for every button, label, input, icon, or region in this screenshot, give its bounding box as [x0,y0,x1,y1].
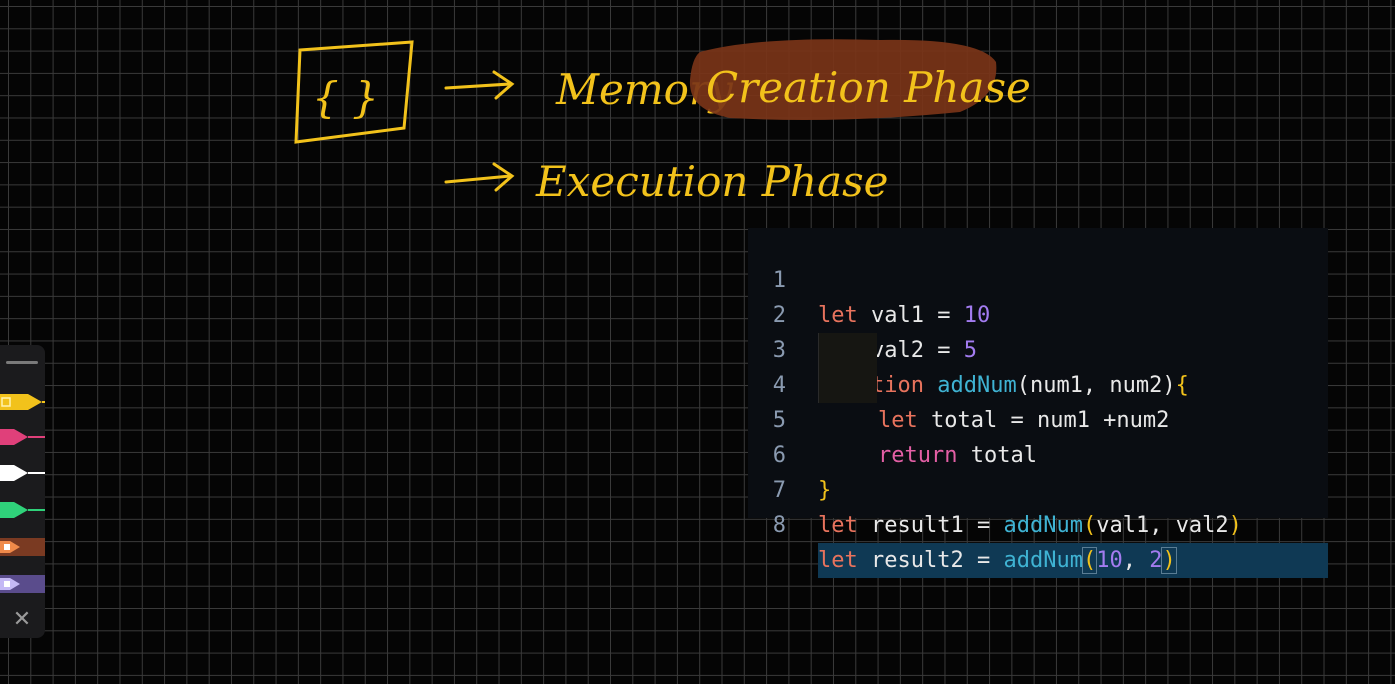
arrow-1 [444,70,515,100]
creation-highlight [689,39,997,121]
line-number: 1 [772,268,786,293]
code-line-8[interactable]: 8 let result2 = addNum(10, 2) [748,473,1328,578]
creation-label: Creation Phase [706,63,1031,112]
pen-toolbar[interactable]: ✕ [0,345,45,638]
code-line-1[interactable]: 1 let val1 = 10 [748,228,1328,328]
code-line-4[interactable]: 4 let total = num1 +num2 [748,333,1328,433]
pink-pen-icon[interactable] [0,425,45,449]
code-text: return total [878,443,1037,468]
brown-highlighter-icon[interactable] [0,535,45,559]
drag-handle-icon[interactable] [6,361,38,364]
purple-highlighter-icon[interactable] [0,572,45,596]
code-line-7[interactable]: 7 let result1 = addNum(val1, val2) [748,438,1328,538]
code-text: let total = num1 +num2 [878,408,1170,433]
white-pen-icon[interactable] [0,461,45,485]
yellow-pen-icon[interactable] [0,390,45,414]
code-text-selected: let result2 = addNum(10, 2) [818,543,1328,578]
code-line-2[interactable]: 2 let val2 = 5 [748,263,1328,363]
close-icon[interactable]: ✕ [12,607,32,632]
arrow-2 [444,162,515,192]
braces-box [294,40,414,144]
line-number: 5 [772,408,786,433]
line-number: 3 [772,338,786,363]
line-number: 6 [772,443,786,468]
execution-label: Execution Phase [535,157,889,206]
green-pen-icon[interactable] [0,498,45,522]
code-line-6[interactable]: 6 } [748,403,1328,503]
code-text: } [818,478,832,503]
braces-text: { } [312,73,379,122]
line-number: 4 [772,373,786,398]
line-number: 2 [772,303,786,328]
line-number: 7 [772,478,786,503]
memory-label: Memory [555,65,734,114]
code-line-5[interactable]: 5 return total [748,368,1328,468]
code-text: let val1 = 10 [818,303,991,328]
line-number: 8 [772,513,786,538]
code-line-3[interactable]: 3 function addNum(num1, num2){ [748,298,1328,398]
indent-guide [818,333,877,403]
code-text: let result1 = addNum(val1, val2) [818,513,1242,538]
code-editor[interactable]: 1 let val1 = 10 2 let val2 = 5 3 functio… [748,228,1328,578]
